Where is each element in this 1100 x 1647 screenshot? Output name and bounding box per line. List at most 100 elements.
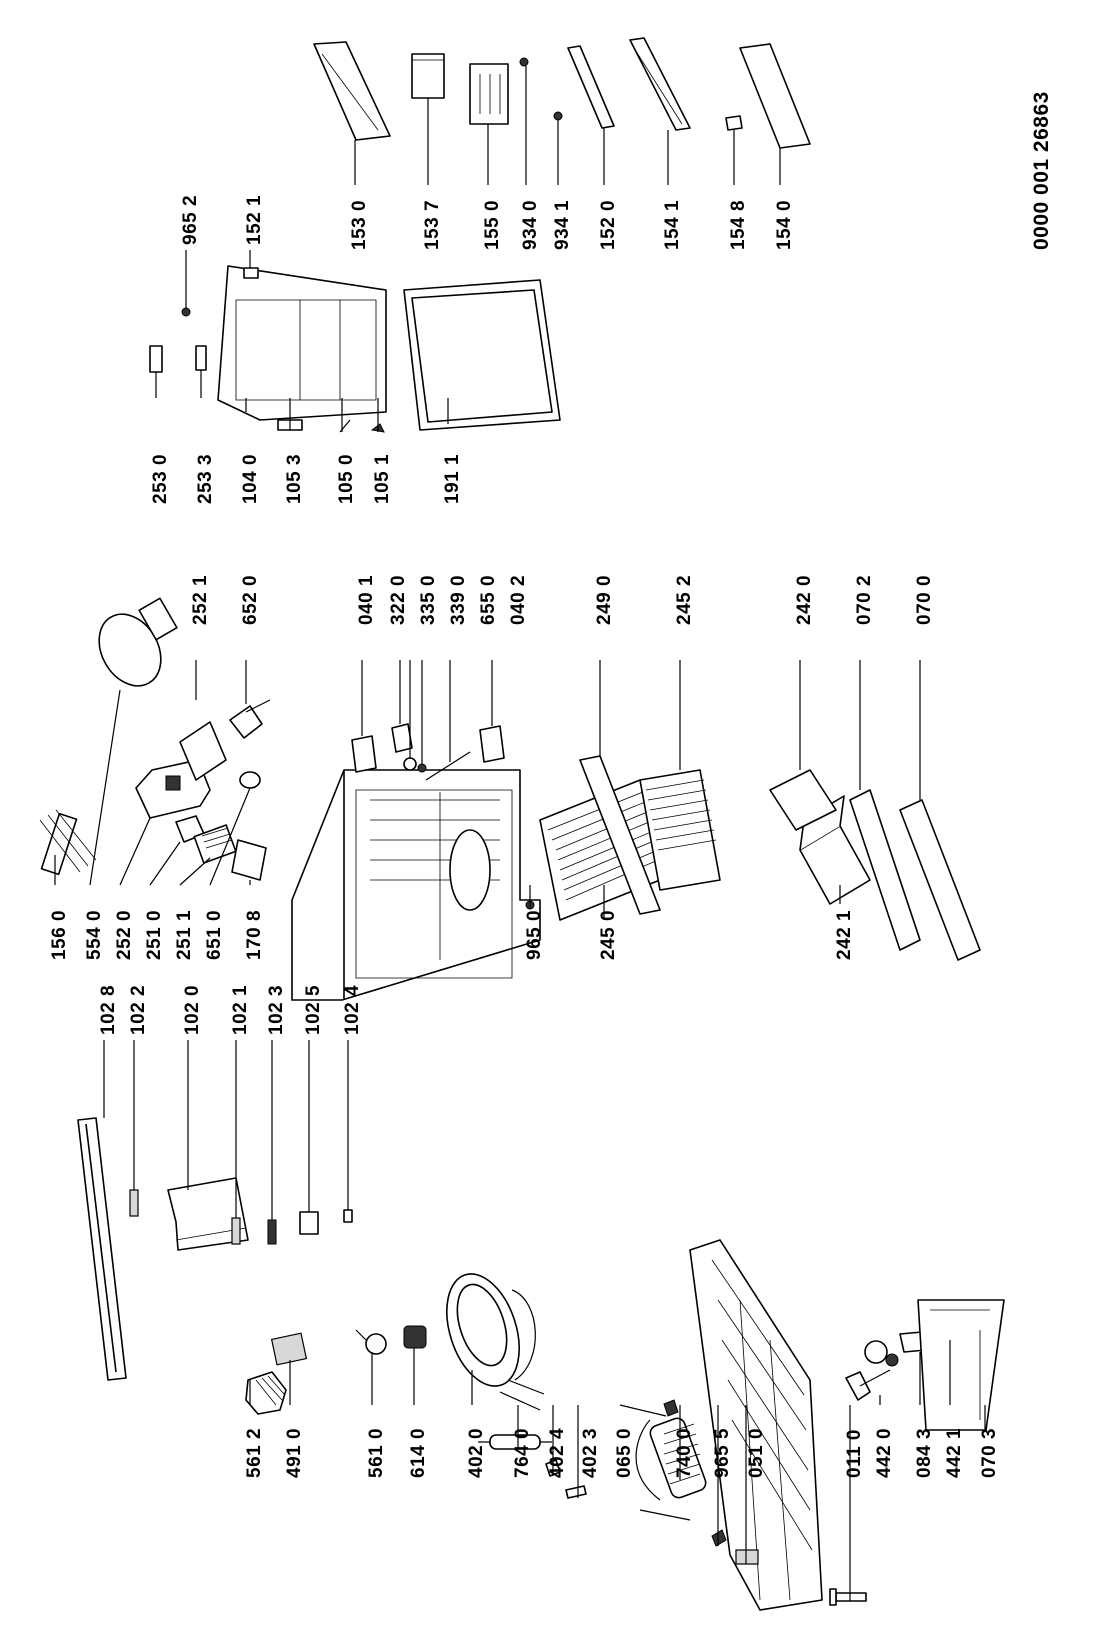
drawing-614-0-overload — [403, 1325, 427, 1349]
label-652-0: 652 0 — [240, 575, 261, 625]
label-655-0: 655 0 — [478, 575, 499, 625]
label-102-5: 102 5 — [303, 985, 324, 1035]
label-252-1: 252 1 — [190, 575, 211, 625]
drawing-934-0-clip — [519, 57, 529, 67]
drawing-554-0-fan — [98, 597, 178, 687]
label-104-0: 104 0 — [240, 454, 261, 504]
label-965-0: 965 0 — [524, 910, 545, 960]
drawing-102-2-hinge-pin — [129, 1189, 139, 1217]
drawing-965-5-screw — [711, 1529, 727, 1547]
label-070-3: 070 3 — [979, 1428, 1000, 1478]
label-191-1: 191 1 — [442, 454, 463, 504]
label-965-5: 965 5 — [712, 1428, 733, 1478]
label-402-0: 402 0 — [466, 1428, 487, 1478]
label-105-1: 105 1 — [372, 454, 393, 504]
label-105-0: 105 0 — [336, 454, 357, 504]
drawing-154-1-shelf-bar — [629, 37, 691, 131]
drawing-011-0-foot — [829, 1588, 867, 1606]
label-153-0: 153 0 — [349, 200, 370, 250]
drawing-084-3-thermostat — [864, 1340, 899, 1367]
label-442-0: 442 0 — [874, 1428, 895, 1478]
label-614-0: 614 0 — [408, 1428, 429, 1478]
label-102-4: 102 4 — [342, 985, 363, 1035]
drawing-070-2-rail — [849, 789, 921, 951]
drawing-251-1-cover — [193, 824, 237, 864]
label-102-2: 102 2 — [128, 985, 149, 1035]
drawing-153-7-butter-box — [411, 53, 445, 99]
label-102-8: 102 8 — [98, 985, 119, 1035]
drawing-154-0-door-shelf — [739, 43, 811, 149]
label-040-1: 040 1 — [356, 575, 377, 625]
label-934-0: 934 0 — [520, 200, 541, 250]
drawing-651-0-lamp — [239, 771, 261, 789]
drawing-249-0-strip — [579, 755, 661, 915]
label-242-0: 242 0 — [794, 575, 815, 625]
label-156-0: 156 0 — [49, 910, 70, 960]
label-245-2: 245 2 — [674, 575, 695, 625]
part-drawings — [39, 37, 1005, 1611]
drawing-102-3-handle — [267, 1219, 277, 1245]
label-249-0: 249 0 — [594, 575, 615, 625]
drawing-040-1-hinge — [351, 735, 377, 773]
label-245-0: 245 0 — [598, 910, 619, 960]
label-040-2: 040 2 — [508, 575, 529, 625]
label-764-0: 764 0 — [512, 1428, 533, 1478]
drawing-491-0-cover — [270, 1332, 308, 1366]
drawing-402-0-compressor — [446, 1273, 545, 1411]
drawing-252-1-panel — [179, 721, 227, 781]
label-242-1: 242 1 — [834, 910, 855, 960]
drawing-245-2-shelf — [639, 769, 721, 891]
drawing-561-0-relay — [355, 1329, 387, 1355]
drawing-322-0-thermostat — [391, 723, 413, 753]
label-102-3: 102 3 — [266, 985, 287, 1035]
label-339-0: 339 0 — [448, 575, 469, 625]
drawing-104-0-door — [217, 265, 387, 421]
drawing-170-8-profile — [231, 839, 267, 881]
drawing-561-2-bracket — [245, 1371, 287, 1415]
drawing-065-0-grommet — [663, 1399, 679, 1417]
drawing-102-4-spring — [343, 1209, 353, 1223]
drawing-242-0-crisper — [769, 769, 837, 831]
label-322-0: 322 0 — [388, 575, 409, 625]
label-253-0: 253 0 — [150, 454, 171, 504]
label-651-0: 651 0 — [204, 910, 225, 960]
label-154-0: 154 0 — [774, 200, 795, 250]
label-154-8: 154 8 — [728, 200, 749, 250]
label-442-1: 442 1 — [944, 1428, 965, 1478]
drawing-152-1-stopper — [243, 267, 259, 279]
label-491-0: 491 0 — [284, 1428, 305, 1478]
drawing-442-0-clip — [845, 1369, 891, 1401]
drawing-156-0-ice-tray — [39, 809, 97, 876]
drawing-102-8-gasket — [77, 1117, 127, 1381]
drawing-335-0-knob — [403, 757, 417, 771]
drawing-764-0-filter-drier — [478, 1434, 552, 1450]
label-070-0: 070 0 — [914, 575, 935, 625]
drawing-070-0-rail — [899, 799, 981, 961]
drawing-253-3-bracket — [195, 345, 207, 371]
label-084-3: 084 3 — [914, 1428, 935, 1478]
drawing-070-3-rail — [917, 1299, 1005, 1431]
drawing-051-0-base-tray — [689, 1239, 823, 1611]
drawing-965-2-screw — [181, 307, 191, 317]
label-152-1: 152 1 — [244, 195, 265, 245]
label-152-0: 152 0 — [598, 200, 619, 250]
label-251-0: 251 0 — [144, 910, 165, 960]
label-402-4: 402 4 — [547, 1428, 568, 1478]
label-561-0: 561 0 — [366, 1428, 387, 1478]
label-011-0: 011 0 — [844, 1429, 865, 1478]
label-561-2: 561 2 — [244, 1428, 265, 1478]
label-105-3: 105 3 — [284, 454, 305, 504]
label-402-3: 402 3 — [580, 1428, 601, 1478]
drawing-040-2-hinge — [479, 725, 505, 763]
leader-lines — [54, 66, 986, 1601]
drawing-655-0-cable — [425, 751, 471, 781]
label-252-0: 252 0 — [114, 910, 135, 960]
document-number: 0000 001 26863 — [1030, 91, 1053, 250]
drawing-740-0-condenser — [635, 1417, 707, 1521]
drawing-102-5-plate — [299, 1211, 319, 1235]
drawing-152-0-bar — [567, 45, 615, 129]
label-335-0: 335 0 — [418, 575, 439, 625]
label-934-1: 934 1 — [552, 200, 573, 250]
label-554-0: 554 0 — [84, 910, 105, 960]
